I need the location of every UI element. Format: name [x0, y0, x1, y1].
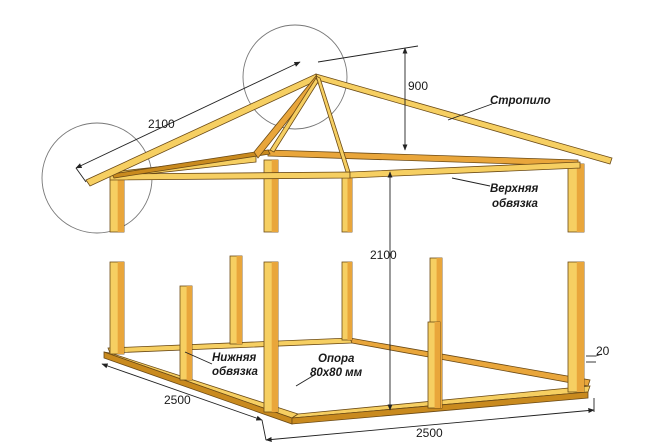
post-front-left-shade-1: [271, 262, 278, 412]
front-length-label: 2500: [416, 426, 443, 440]
bottom-frame-label-line1: Нижняя: [212, 352, 257, 364]
offset-label: 20: [596, 344, 610, 358]
top-frame-label-line1: Верхняя: [490, 183, 539, 195]
post-back-left-shade-1: [117, 262, 124, 354]
post-back-left-shade-0: [117, 176, 124, 232]
rafter-length-label: 2100: [148, 117, 175, 131]
roof-height-label: 900: [408, 79, 428, 93]
post-front-mid-low-shade-0: [434, 322, 440, 408]
top-frame-label-line2: обвязка: [492, 198, 539, 210]
support-label-line1: Опора: [318, 353, 355, 365]
side-width-label: 2500: [164, 393, 191, 407]
bottom-frame: [103, 337, 591, 425]
post-front-right-shade-1: [576, 262, 584, 392]
post-left-mid-shade-0: [186, 286, 192, 380]
post-back-mid-shade-0: [347, 176, 352, 232]
support-label-line2: 80x80 мм: [310, 367, 363, 379]
post-height-label: 2100: [370, 248, 397, 262]
post-left-back-mid-shade-0: [236, 256, 242, 344]
bottom-frame-label-line2: обвязка: [212, 366, 259, 378]
rafter-label: Стропило: [490, 95, 551, 107]
post-front-left-shade-0: [271, 160, 278, 232]
post-front-right-shade-0: [576, 164, 584, 232]
dimension-lines: [75, 45, 603, 442]
post-back-mid-shade-1: [347, 262, 352, 340]
